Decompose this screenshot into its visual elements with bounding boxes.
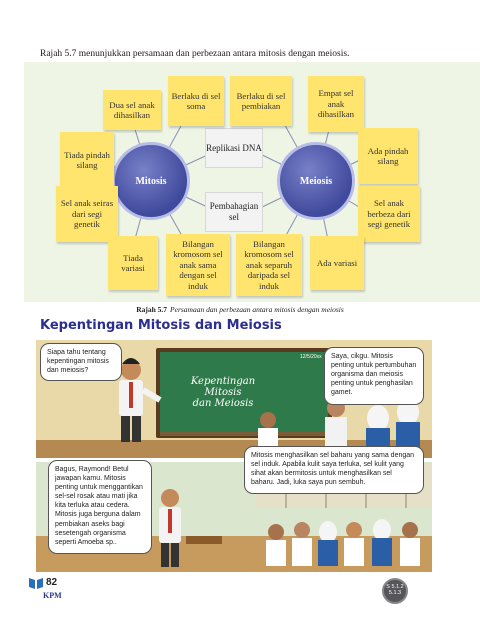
center-box-replication: Replikasi DNA [205, 128, 263, 168]
note-no-variation: Tiada variasi [108, 236, 158, 290]
teacher-question-bubble: Siapa tahu tentang kepentingan mitosis d… [40, 343, 122, 381]
publisher-label: KPM [43, 591, 62, 600]
teacher-figure [119, 358, 162, 442]
note-crossing-over: Ada pindah silang [358, 128, 418, 184]
student-explain-bubble: Mitosis menghasilkan sel baharu yang sam… [244, 446, 424, 494]
standard-reference-badge: S 5.1.2 5.1.3 [382, 578, 408, 604]
note-four-daughter-cells: Empat sel anak dihasilkan [308, 76, 364, 132]
page-number: 82 [46, 577, 58, 588]
student-answer-bubble: Saya, cikgu. Mitosis penting untuk pertu… [324, 347, 424, 405]
board-title-line2: dan Meiosis [192, 398, 254, 409]
note-no-crossing-over: Tiada pindah silang [60, 132, 114, 188]
meiosis-circle: Meiosis [277, 142, 355, 220]
reference-line1: S 5.1.2 [386, 584, 404, 591]
note-same-chromosome-number: Bilangan kromosom sel anak sama dengan s… [166, 234, 230, 296]
section-heading: Kepentingan Mitosis dan Meiosis [40, 318, 282, 333]
teacher-figure-bottom [159, 489, 181, 567]
note-variation: Ada variasi [310, 236, 364, 290]
board-title-line1: Kepentingan Mitosis [190, 376, 256, 398]
caption-text: Persamaan dan perbezaan antara mitosis d… [170, 305, 344, 314]
board-title: Kepentingan Mitosis dan Meiosis [178, 376, 268, 409]
board-date: 12/5/20xx [300, 354, 322, 360]
students-bottom [266, 519, 420, 566]
teacher-praise-bubble: Bagus, Raymond! Betul jawapan kamu. Mito… [48, 460, 152, 554]
caption-label: Rajah 5.7 [136, 305, 168, 314]
students-top [258, 399, 420, 454]
center-box-division: Pembahagian sel [205, 192, 263, 232]
reference-line2: 5.1.3 [388, 590, 402, 596]
note-different-genetics: Sel anak berbeza dari segi genetik [358, 186, 420, 242]
note-somatic-cells: Berlaku di sel soma [168, 76, 224, 126]
note-half-chromosome-number: Bilangan kromosom sel anak separuh darip… [236, 234, 302, 296]
note-identical-genetics: Sel anak seiras dari segi genetik [56, 186, 118, 242]
intro-text: Rajah 5.7 menunjukkan persamaan dan perb… [40, 49, 350, 59]
blackboard [160, 352, 328, 434]
note-reproductive-cells: Berlaku di sel pembiakan [230, 76, 292, 126]
note-two-daughter-cells: Dua sel anak dihasilkan [103, 90, 161, 130]
mitosis-circle: Mitosis [112, 142, 190, 220]
comparison-diagram: Replikasi DNA Pembahagian sel Mitosis Me… [24, 62, 480, 302]
book-icon [29, 578, 43, 589]
